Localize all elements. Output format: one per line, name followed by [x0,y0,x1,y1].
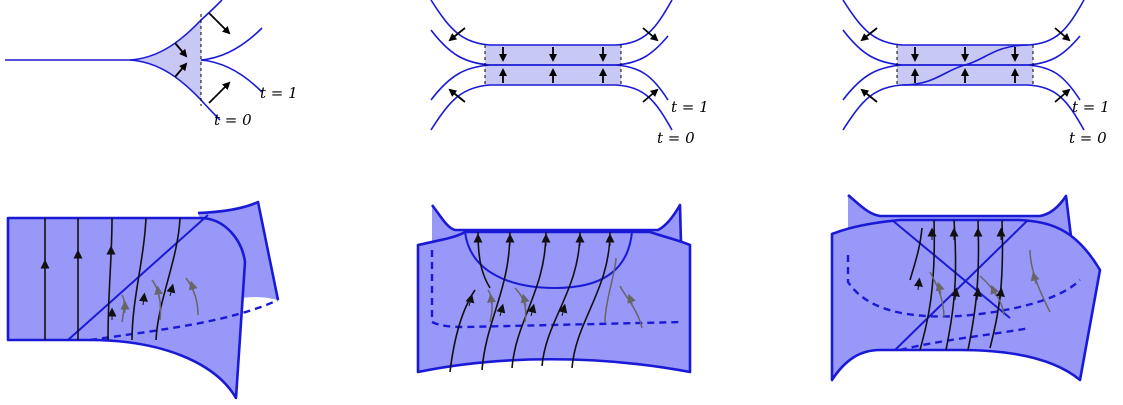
vector-arrow [860,88,878,103]
shaded-region [130,20,201,100]
flow-line [131,217,147,341]
sheet-back-outline [847,194,1082,311]
flow-line-back [929,271,945,319]
sheet-front-outline [416,230,692,374]
bottom-panel-2 [416,203,692,374]
curve-t1-upper [200,27,263,61]
vector-arrow [642,88,659,103]
label-t0: t = 0 [657,129,695,147]
bottom-panel-3 [830,194,1102,382]
top-panel-1: t = 1 t = 0 [5,0,298,129]
flow-line [107,217,113,341]
flow-arrow [188,280,198,293]
flow-arrow [520,293,530,307]
flow-line-back [185,277,199,316]
flow-line-back [604,257,617,323]
sheet-back-outline [430,203,685,323]
dashed-back-edge [430,250,684,329]
curve-outer-bottom [842,84,1085,131]
label-t0: t = 0 [214,111,252,129]
vector-arrow [860,27,878,42]
curve-outer-bottom [430,84,673,131]
flow-arrow [913,277,923,291]
flow-arrow [527,303,537,317]
dashed-back-edge [899,326,1031,352]
vector-arrow [448,88,466,103]
vector-arrow [208,12,231,35]
flow-line [919,219,936,351]
sheet-back-outline [197,200,280,301]
flow-arrow [972,287,982,301]
bottom-panel-1 [6,200,280,400]
vector-arrow [174,42,188,58]
curve-outer-top [842,0,1085,46]
top-panel-2: t = 1 t = 0 [430,0,709,147]
flow-line [909,227,923,281]
curve-outer-top [430,0,673,46]
flow-arrow [138,292,148,306]
vector-arrow [1054,88,1071,103]
vector-arrow [642,27,659,42]
flow-arrow [487,293,497,307]
flow-line-back [619,285,643,329]
flow-arrow [496,303,506,317]
label-t1: t = 1 [260,84,298,102]
vector-arrow [174,62,188,78]
flow-line [571,231,611,369]
sheet-front [418,232,690,372]
flow-arrow [465,293,475,307]
crease-line [894,219,1029,351]
semicircle-arc [464,231,633,289]
sheet-front-outline [830,218,1102,382]
flow-arrow [154,285,164,299]
label-t1: t = 1 [671,98,709,116]
flow-arrow [558,303,568,317]
flow-line [541,231,581,367]
label-t0: t = 0 [1069,129,1107,147]
diagonal-curve [901,44,1029,86]
curve-t1-lower [200,59,263,93]
flow-arrow [1030,271,1040,285]
flow-arrow [166,283,176,297]
flow-line [155,217,181,341]
vector-arrow [1054,27,1071,42]
curve-inner-bottom [430,64,669,101]
flow-arrow [950,287,960,301]
dashed-back-edge [846,255,1081,318]
top-panel-3: t = 1 t = 0 [842,0,1110,147]
crease-line [891,219,1011,319]
vector-arrow [448,27,466,42]
label-t1: t = 1 [1072,98,1110,116]
sheet-front [832,220,1100,380]
dashed-back-edge [89,298,279,342]
vector-arrow [208,81,231,104]
flow-arrow [990,284,999,297]
flow-arrow [627,293,636,307]
flow-arrow [935,281,945,295]
flow-arrow [995,287,1005,301]
sheet-outline [6,216,247,400]
